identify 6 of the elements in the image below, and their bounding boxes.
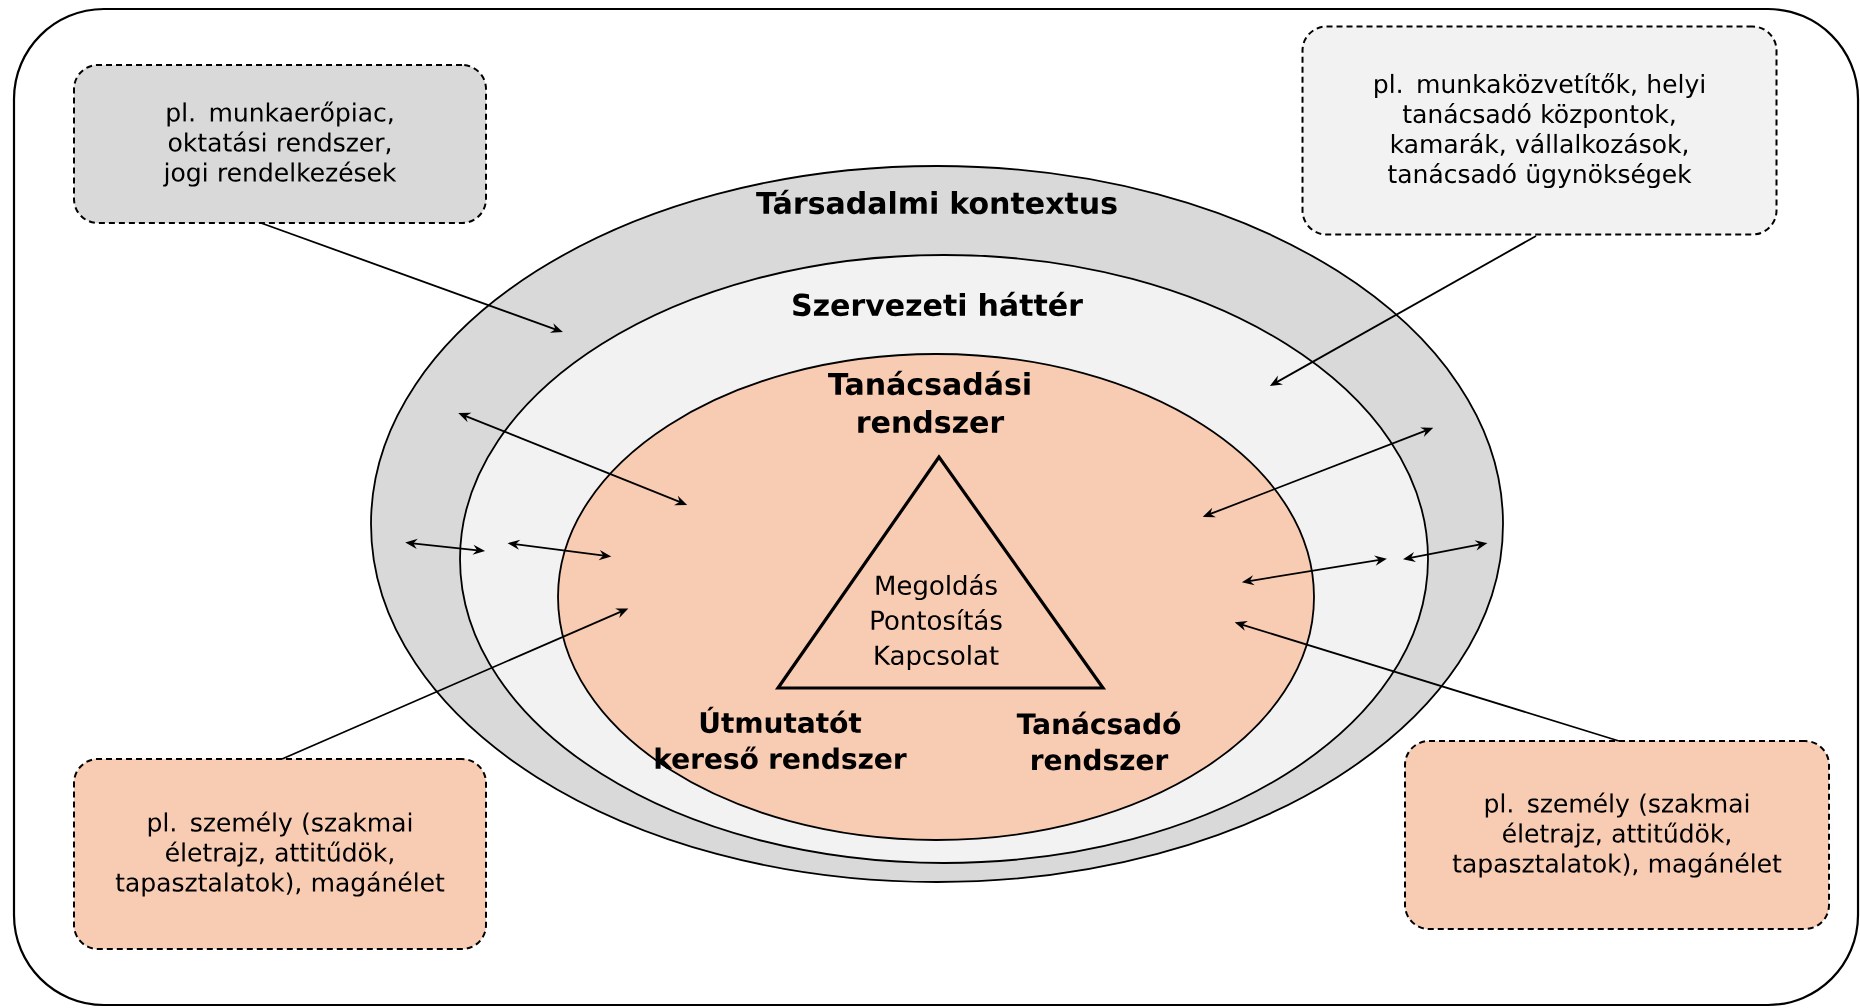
callout-box: pl. munkaerőpiac, oktatási rendszer, jogi rendelkezések [73,64,487,224]
corner-label: Útmutatót kereső rendszer [655,706,907,770]
callout-box: pl. személy (szakmai életrajz, attitűdök, tapasztalatok), magánélet [73,758,487,950]
corner-label: Tanácsadó rendszer [1016,711,1181,771]
callout-box: pl. személy (szakmai életrajz, attitűdök, tapasztalatok), magánélet [1404,740,1830,930]
callout-box: pl. munkaközvetítők, helyi tanácsadó központok, kamarák, vállalkozások, tanácsadó ügynökségek [1301,25,1778,236]
